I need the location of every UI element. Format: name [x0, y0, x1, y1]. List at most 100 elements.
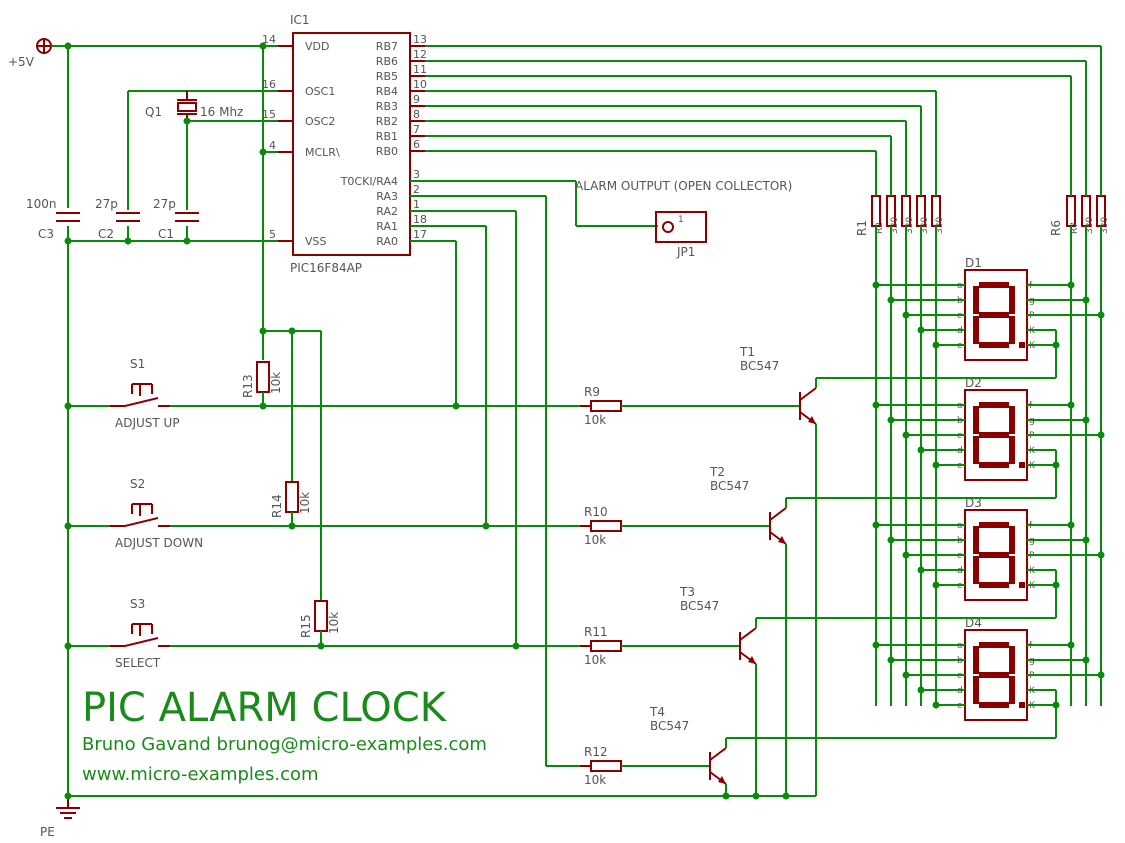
svg-text:R1: R1 — [855, 220, 869, 236]
crystal-q1: Q1 16 Mhz — [145, 91, 243, 121]
svg-text:T1: T1 — [739, 345, 755, 359]
svg-text:R7: R7 — [1070, 222, 1080, 234]
ic-part: PIC16F84AP — [290, 261, 362, 275]
svg-text:D2: D2 — [965, 376, 982, 390]
svg-text:4: 4 — [269, 139, 276, 152]
svg-text:RB2: RB2 — [376, 115, 398, 128]
alarm-output: 1 ALARM OUTPUT (OPEN COLLECTOR) JP1 — [410, 179, 792, 259]
svg-text:D1: D1 — [965, 256, 982, 270]
svg-text:T4: T4 — [649, 705, 665, 719]
svg-text:d: d — [957, 326, 963, 336]
svg-text:a: a — [957, 521, 963, 531]
svg-text:ADJUST UP: ADJUST UP — [115, 416, 180, 430]
svg-text:100n: 100n — [26, 197, 57, 211]
svg-text:b: b — [957, 656, 963, 666]
svg-text:13: 13 — [413, 33, 427, 46]
svg-text:10: 10 — [413, 78, 427, 91]
svg-text:RB0: RB0 — [376, 145, 398, 158]
svg-text:330: 330 — [935, 217, 945, 234]
svg-text:RA0: RA0 — [376, 235, 398, 248]
svg-text:b: b — [957, 536, 963, 546]
svg-text:10k: 10k — [327, 612, 341, 634]
svg-text:C2: C2 — [98, 227, 114, 241]
ra-wiring — [410, 195, 547, 766]
svg-text:e: e — [957, 701, 963, 711]
svg-text:C1: C1 — [158, 227, 174, 241]
svg-text:15: 15 — [262, 108, 276, 121]
svg-text:R2: R2 — [875, 222, 885, 234]
svg-text:MCLR\: MCLR\ — [305, 146, 340, 159]
svg-text:330: 330 — [890, 217, 900, 234]
svg-text:330: 330 — [905, 217, 915, 234]
svg-text:Q1: Q1 — [145, 105, 162, 119]
svg-text:C3: C3 — [38, 227, 54, 241]
svg-text:T0CKI/RA4: T0CKI/RA4 — [340, 175, 398, 188]
svg-text:S2: S2 — [130, 477, 145, 491]
svg-text:RB1: RB1 — [376, 130, 398, 143]
svg-text:D3: D3 — [965, 496, 982, 510]
svg-text:R14: R14 — [270, 494, 284, 518]
svg-text:e: e — [957, 341, 963, 351]
svg-text:16 Mhz: 16 Mhz — [200, 105, 243, 119]
svg-text:10k: 10k — [269, 372, 283, 394]
svg-text:c: c — [957, 431, 962, 441]
svg-text:VDD: VDD — [305, 40, 329, 53]
svg-text:10k: 10k — [584, 533, 606, 547]
svg-text:ADJUST DOWN: ADJUST DOWN — [115, 536, 203, 550]
svg-text:RA1: RA1 — [376, 220, 398, 233]
svg-text:c: c — [957, 551, 962, 561]
svg-text:10k: 10k — [298, 492, 312, 514]
svg-text:14: 14 — [262, 33, 276, 46]
page-title: PIC ALARM CLOCK — [82, 685, 448, 731]
svg-text:c: c — [957, 671, 962, 681]
svg-text:R15: R15 — [299, 614, 313, 638]
svg-text:27p: 27p — [153, 197, 176, 211]
website-line: www.micro-examples.com — [82, 764, 319, 785]
svg-text:T3: T3 — [679, 585, 695, 599]
svg-text:18: 18 — [413, 213, 427, 226]
capacitor-c3: 100n C3 — [26, 197, 80, 241]
svg-text:5: 5 — [269, 228, 276, 241]
svg-text:a: a — [957, 641, 963, 651]
svg-text:330: 330 — [1085, 217, 1095, 234]
svg-text:D4: D4 — [965, 616, 982, 630]
segment-resistor — [1066, 195, 1076, 227]
capacitor-c2: 27p C2 — [95, 197, 140, 241]
svg-text:OSC1: OSC1 — [305, 85, 335, 98]
svg-text:RB6: RB6 — [376, 55, 398, 68]
svg-text:R6: R6 — [1049, 220, 1063, 236]
svg-text:3: 3 — [413, 168, 420, 181]
ground-symbol: PE — [40, 796, 80, 839]
svg-text:R12: R12 — [584, 745, 608, 759]
svg-text:10k: 10k — [584, 653, 606, 667]
svg-text:BC547: BC547 — [740, 359, 779, 373]
svg-text:BC547: BC547 — [650, 719, 689, 733]
svg-text:SELECT: SELECT — [115, 656, 161, 670]
svg-text:R11: R11 — [584, 625, 608, 639]
svg-text:27p: 27p — [95, 197, 118, 211]
ic-pic16f84: IC1 PIC16F84AP 14VDD16OSC115OSC24MCLR\5V… — [262, 13, 427, 275]
svg-text:RB4: RB4 — [376, 85, 398, 98]
segment-resistor — [871, 195, 881, 227]
svg-text:16: 16 — [262, 78, 276, 91]
supply-label: +5V — [8, 55, 35, 69]
svg-text:1: 1 — [678, 215, 684, 225]
svg-text:S3: S3 — [130, 597, 145, 611]
svg-text:11: 11 — [413, 63, 427, 76]
svg-text:330: 330 — [1100, 217, 1110, 234]
svg-text:1: 1 — [413, 198, 420, 211]
pullup-network: R13 10k R14 10k R15 10k — [241, 330, 341, 646]
